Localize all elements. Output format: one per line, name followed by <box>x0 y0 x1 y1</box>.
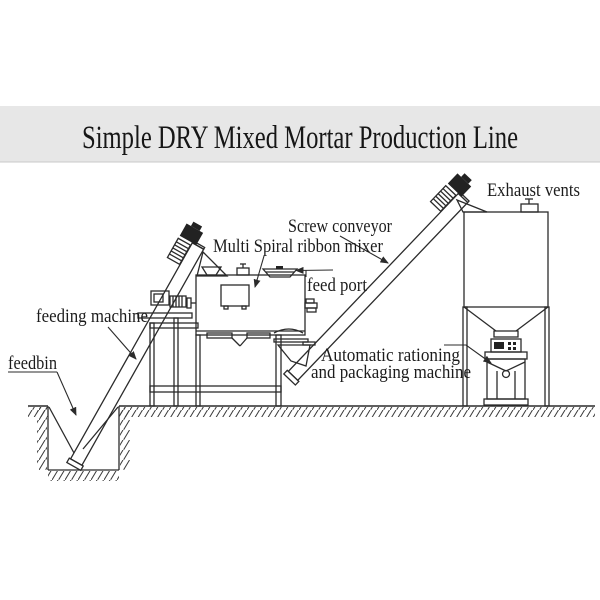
screw-conveyor-motor <box>429 173 472 213</box>
label-feedbin: feedbin <box>8 353 57 374</box>
label-screw-conveyor: Screw conveyor <box>288 216 393 237</box>
ground <box>28 405 595 417</box>
packaging-machine <box>483 338 529 406</box>
ribbon-mixer <box>150 263 318 336</box>
mixer-right-bearing <box>304 298 318 313</box>
feedbin-pit <box>37 406 130 481</box>
label-exhaust-vents: Exhaust vents <box>487 180 580 201</box>
title-band: Simple DRY Mixed Mortar Production Line <box>0 106 600 163</box>
page-title: Simple DRY Mixed Mortar Production Line <box>82 120 518 156</box>
mixer-drive-motor <box>150 290 196 309</box>
label-packaging-line1: Automatic rationing <box>321 345 460 366</box>
leader-lines <box>8 235 492 416</box>
feed-port-hopper <box>261 266 299 278</box>
label-feed-port: feed port <box>307 275 368 296</box>
diagram-labels: feeding machine feedbin Screw conveyor M… <box>8 180 580 383</box>
feeding-machine-conveyor <box>65 221 206 472</box>
feeding-conveyor-motor <box>166 221 204 266</box>
mixer-inlet-funnel <box>200 266 223 276</box>
mixer-control-box <box>220 284 250 310</box>
feeding-discharge-chute <box>196 250 229 277</box>
screw-conveyor <box>282 173 472 386</box>
label-packaging-line2: and packaging machine <box>311 362 471 383</box>
label-feeding-machine: feeding machine <box>36 306 148 327</box>
mixer-top-cap <box>236 263 250 276</box>
silo <box>462 198 550 407</box>
label-mixer: Multi Spiral ribbon mixer <box>213 236 384 257</box>
exhaust-vent <box>520 198 539 213</box>
silo-inlet-chute <box>455 198 488 213</box>
